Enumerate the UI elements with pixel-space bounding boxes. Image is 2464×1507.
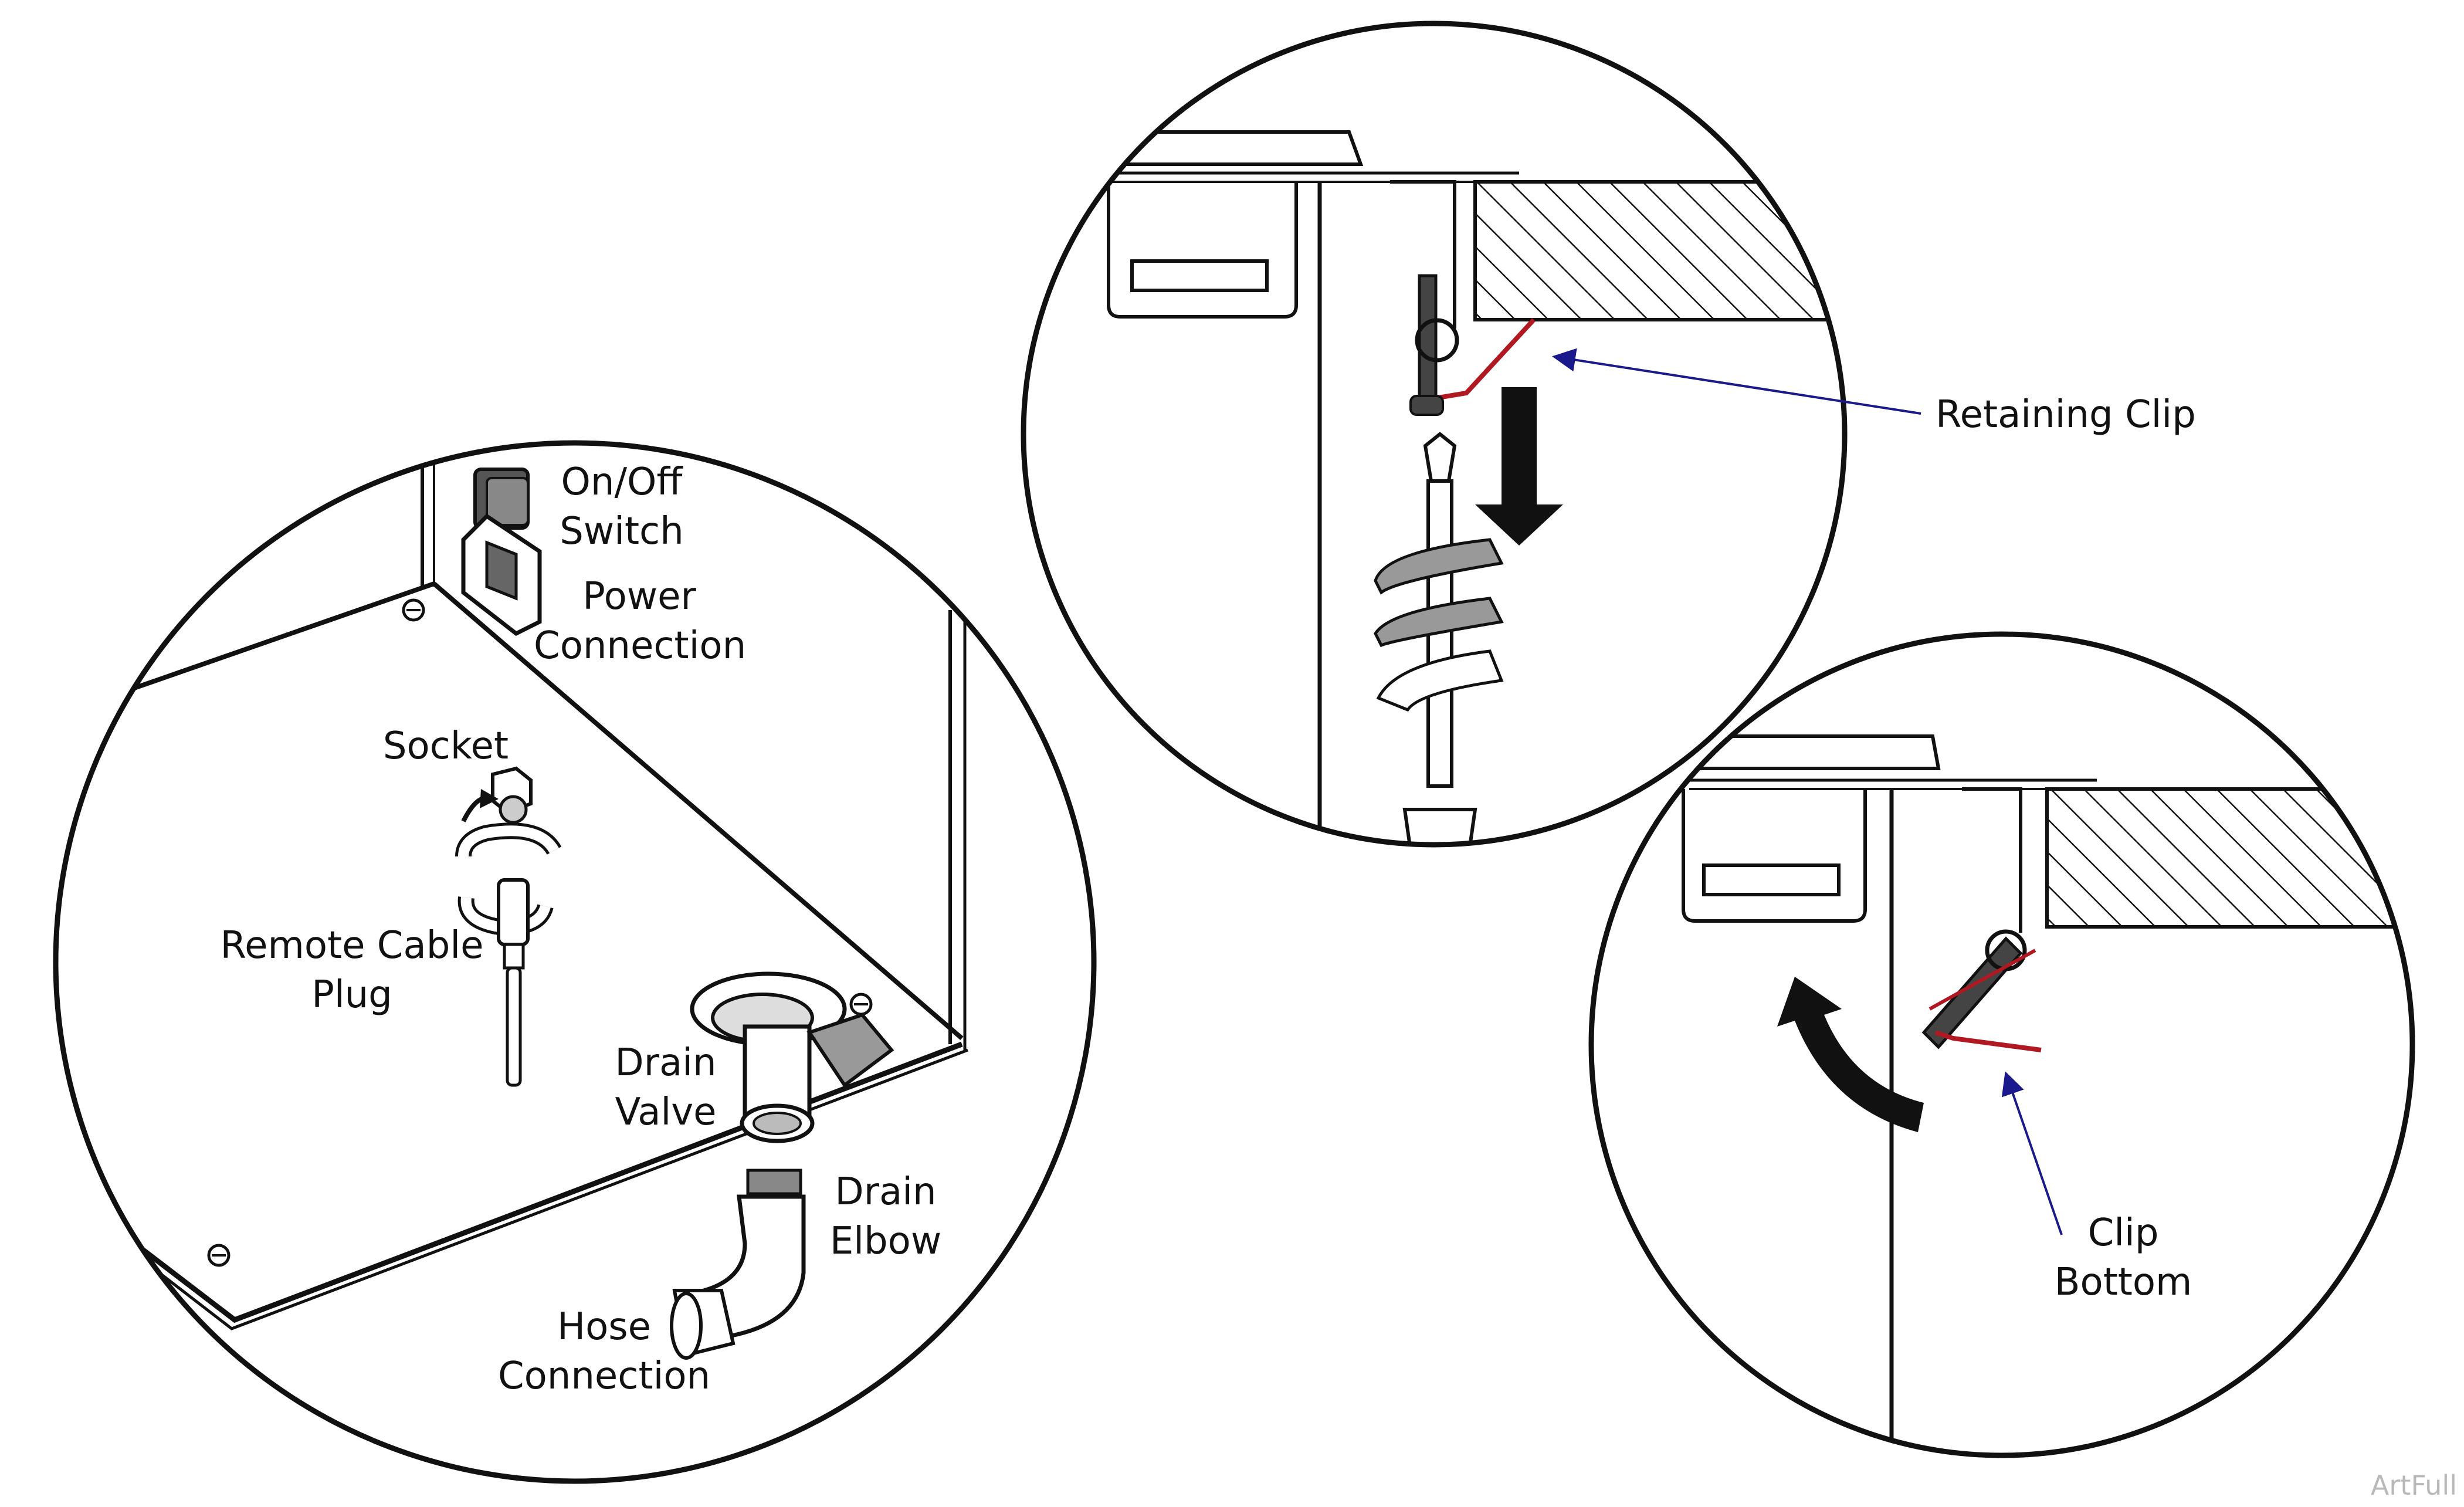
screw-icon	[207, 1244, 231, 1267]
on-off-switch-icon	[473, 468, 530, 530]
watermark: ArtFull	[2370, 1469, 2457, 1501]
screwdriver-icon	[1402, 432, 1477, 845]
remote-cable-plug-icon	[497, 878, 530, 1087]
curved-arrow-icon	[1777, 977, 1924, 1132]
power-connection-icon	[461, 513, 542, 636]
spiral-rotation-icon	[1374, 538, 1504, 712]
retaining-clip-label: Retaining Clip	[1936, 393, 2196, 436]
clip-bottom-leader	[2001, 1071, 2063, 1235]
top-detail-circle	[1021, 21, 1848, 848]
clip-bottom	[1934, 1030, 2042, 1052]
down-arrow-icon	[1475, 387, 1563, 546]
drain-valve-icon	[690, 971, 894, 1143]
right-detail-view	[1588, 631, 2415, 1458]
retaining-clip-leader	[1552, 348, 1921, 415]
socket-label: Socket	[382, 724, 509, 768]
cabinet-bottom-edge	[133, 1041, 963, 1323]
left-detail-view	[53, 440, 1097, 1484]
right-detail-circle	[1588, 631, 2415, 1458]
hose-connection-icon	[670, 1289, 736, 1360]
cabinet-side-panel	[106, 443, 962, 1032]
countertop-section	[2045, 787, 2401, 929]
left-detail-circle	[53, 440, 1097, 1484]
socket-icon	[491, 766, 533, 824]
screw-icon	[402, 598, 425, 622]
top-detail-view	[1021, 21, 1921, 848]
screw-icon	[849, 993, 873, 1016]
